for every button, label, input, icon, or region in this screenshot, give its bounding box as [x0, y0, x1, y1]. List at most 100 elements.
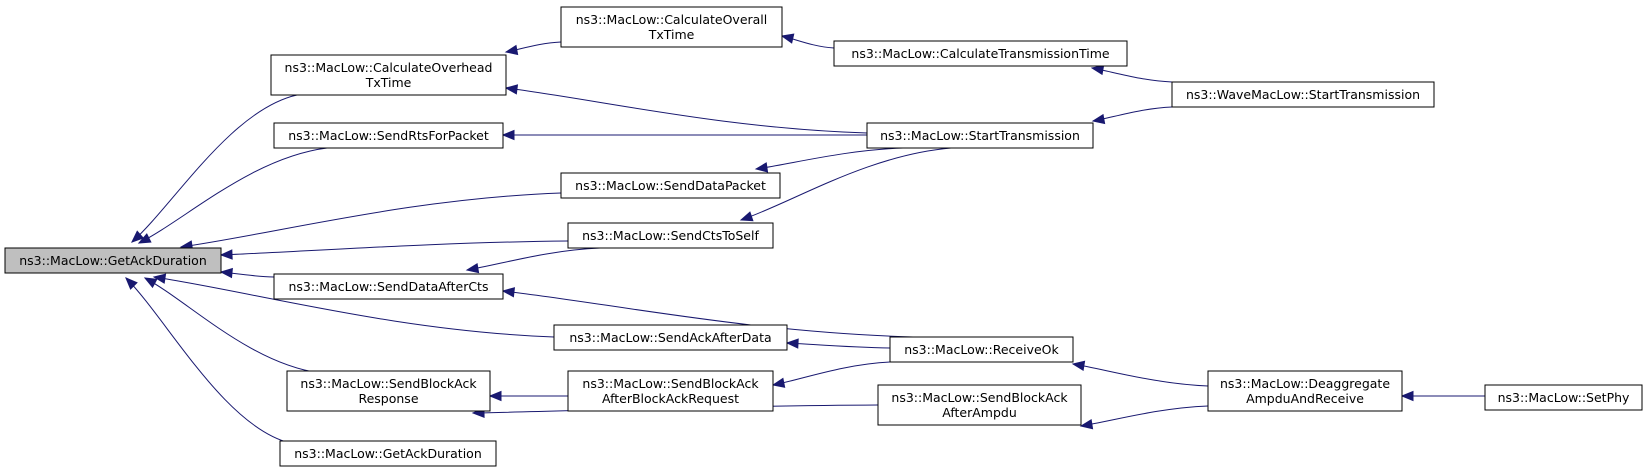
edge-line [505, 87, 868, 134]
node-box [560, 172, 781, 199]
edge-n7-to-n0 [179, 192, 562, 251]
edge-line [180, 192, 562, 248]
node-box [866, 122, 1094, 149]
node-maclow-sendblockack-afterblockackrequest[interactable]: ns3::MacLow::SendBlockAckAfterBlockAckRe… [567, 370, 774, 412]
node-label: ns3::MacLow::GetAckDuration [19, 253, 207, 268]
node-maclow-receiveok[interactable]: ns3::MacLow::ReceiveOk [889, 336, 1074, 363]
node-box [286, 370, 491, 412]
node-maclow-sendrtsforpacket[interactable]: ns3::MacLow::SendRtsForPacket [273, 122, 504, 149]
arrowhead [219, 249, 233, 260]
node-label: Response [358, 391, 418, 406]
edge-line [772, 361, 891, 386]
node-label: AfterAmpdu [942, 405, 1017, 420]
arrowhead [785, 338, 799, 349]
node-box [1207, 370, 1403, 412]
node-label: ns3::MacLow::SendCtsToSelf [582, 228, 759, 243]
edge-n13-to-n9 [785, 338, 891, 349]
arrowhead [219, 267, 233, 279]
node-label: ns3::MacLow::ReceiveOk [904, 342, 1059, 357]
node-maclow-starttransmission[interactable]: ns3::MacLow::StartTransmission [866, 122, 1094, 149]
node-maclow-getackduration-caller[interactable]: ns3::MacLow::GetAckDuration [279, 440, 497, 467]
edge-n13-to-n3 [501, 287, 914, 338]
node-label: ns3::MacLow::StartTransmission [880, 128, 1080, 143]
node-maclow-sendctstoself[interactable]: ns3::MacLow::SendCtsToSelf [567, 222, 774, 249]
arrowhead [504, 84, 519, 95]
node-box [889, 336, 1074, 363]
arrowhead [501, 129, 515, 141]
node-maclow-senddatapacket[interactable]: ns3::MacLow::SendDataPacket [560, 172, 781, 199]
edge-n12-to-n1 [504, 84, 868, 134]
node-box [273, 273, 504, 300]
node-label: ns3::MacLow::SendAckAfterData [569, 330, 771, 345]
node-maclow-calculatetransmissiontime[interactable]: ns3::MacLow::CalculateTransmissionTime [833, 40, 1128, 67]
arrowhead [137, 233, 152, 244]
arrowhead [504, 44, 519, 56]
arrowhead [739, 211, 754, 222]
arrowhead [488, 390, 502, 402]
node-maclow-senddataaftercts[interactable]: ns3::MacLow::SendDataAfterCts [273, 273, 504, 300]
edge-n8-to-n0 [219, 240, 569, 260]
edge-line [153, 276, 555, 338]
node-label: ns3::MacLow::CalculateOverhead [285, 60, 493, 75]
edge-n6-to-n1 [504, 41, 562, 56]
arrowhead [125, 277, 138, 290]
edge-n10-to-n4 [488, 390, 569, 402]
node-label: ns3::MacLow::SendBlockAck [300, 376, 477, 391]
edges-layer [125, 33, 1486, 444]
edge-line [1091, 67, 1173, 83]
node-box [560, 6, 783, 48]
node-label: ns3::MacLow::SendBlockAck [582, 376, 759, 391]
node-box [877, 384, 1082, 426]
arrowhead [754, 162, 769, 173]
arrowhead [1400, 390, 1414, 402]
arrowhead [780, 33, 795, 44]
edge-n12-to-n7 [754, 147, 904, 173]
arrowhead [465, 262, 480, 274]
node-label: ns3::MacLow::SendBlockAck [891, 390, 1068, 405]
node-label: ns3::MacLow::CalculateTransmissionTime [851, 46, 1110, 61]
edge-n17-to-n16 [1400, 390, 1486, 402]
edge-line [502, 290, 914, 338]
node-wavemaclow-starttransmission[interactable]: ns3::WaveMacLow::StartTransmission [1171, 81, 1435, 108]
node-label: AfterBlockAckRequest [602, 391, 739, 406]
node-label: TxTime [365, 75, 412, 90]
edge-n13-to-n10 [771, 361, 891, 388]
node-label: ns3::MacLow::SetPhy [1498, 390, 1630, 405]
edge-n15-to-n11 [1090, 64, 1173, 83]
edge-n15-to-n12 [1091, 106, 1173, 125]
arrowhead [1079, 419, 1094, 430]
edge-n5-to-n0 [125, 277, 291, 444]
arrowhead [771, 377, 786, 388]
edge-line [220, 240, 569, 256]
node-box [1171, 81, 1435, 108]
node-box [279, 440, 497, 467]
edge-line [755, 147, 904, 170]
edge-line [125, 277, 291, 444]
arrowhead [143, 277, 158, 289]
node-label: ns3::MacLow::SendDataPacket [575, 178, 766, 193]
edge-line [1080, 405, 1209, 427]
node-maclow-setphy[interactable]: ns3::MacLow::SetPhy [1484, 384, 1643, 411]
node-box [553, 324, 788, 351]
arrowhead [152, 273, 167, 284]
edge-line [786, 342, 891, 349]
edge-n9-to-n0 [152, 273, 555, 338]
node-maclow-sendackafterdata[interactable]: ns3::MacLow::SendAckAfterData [553, 324, 788, 351]
node-label: ns3::MacLow::SendRtsForPacket [288, 128, 489, 143]
edge-n12-to-n2 [501, 129, 867, 141]
edge-n8-to-n3 [465, 247, 601, 274]
edge-line [144, 277, 321, 374]
node-maclow-getackduration[interactable]: ns3::MacLow::GetAckDuration [4, 247, 222, 274]
arrowhead [1091, 113, 1106, 125]
edge-line [740, 147, 952, 221]
node-label: ns3::WaveMacLow::StartTransmission [1186, 87, 1420, 102]
node-label: ns3::MacLow::CalculateOverall [576, 12, 768, 27]
edge-line [131, 94, 298, 243]
edge-n1-to-n0 [131, 94, 298, 243]
